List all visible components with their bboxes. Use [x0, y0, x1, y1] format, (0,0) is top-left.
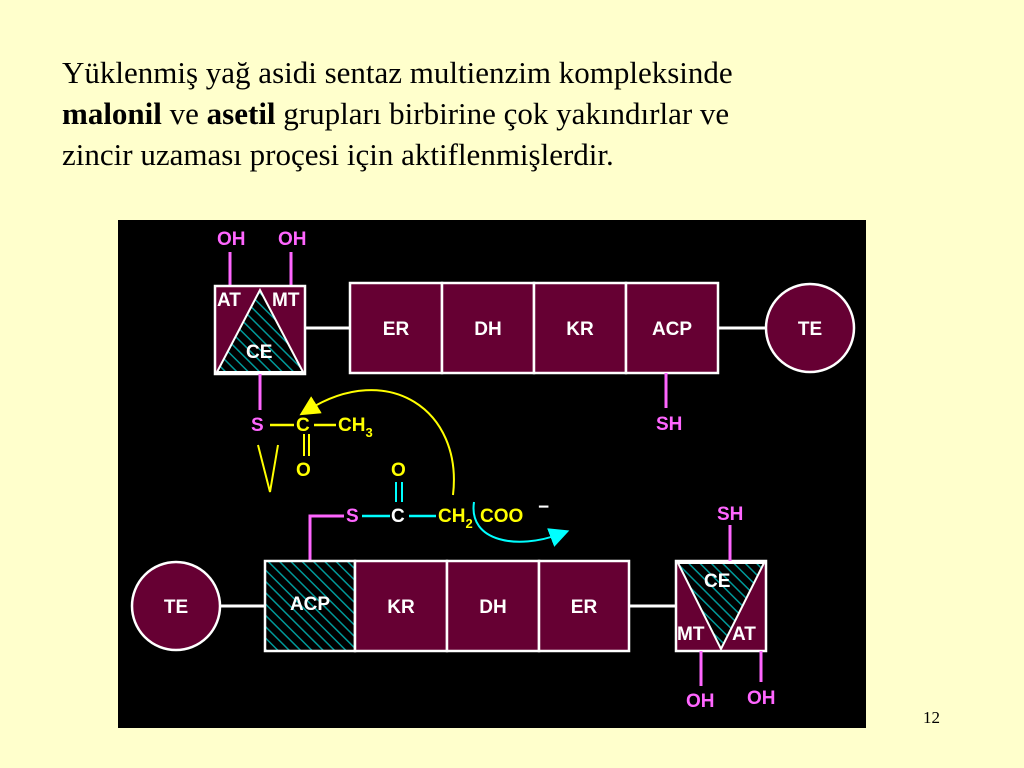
svg-text:KR: KR: [566, 319, 594, 340]
top-mt-label: MT: [272, 290, 300, 311]
bottom-sh-label: SH: [717, 504, 743, 525]
malonyl-charge: −: [538, 497, 549, 518]
bottom-te-circle: TE: [130, 560, 222, 652]
bottom-domain-dh: DH: [445, 559, 541, 653]
term-asetil: asetil: [206, 96, 276, 131]
top-domain-kr: KR: [532, 281, 628, 375]
malonyl-s: S: [346, 506, 359, 527]
top-at-label: AT: [217, 290, 241, 311]
bottom-oh-left: OH: [686, 691, 715, 712]
term-malonil: malonil: [62, 96, 162, 131]
malonyl-coo: COO: [480, 506, 523, 527]
page-number: 12: [923, 708, 940, 727]
top-domain-er: ER: [348, 281, 444, 375]
svg-text:DH: DH: [474, 319, 501, 340]
text-line-2-rest: grupları birbirine çok yakındırlar ve: [275, 96, 730, 131]
svg-text:ER: ER: [571, 597, 598, 618]
slide-text-block: Yüklenmiş yağ asidi sentaz multienzim ko…: [62, 52, 962, 175]
text-line-3: zincir uzaması proçesi için aktiflenmişl…: [62, 137, 614, 172]
top-domain-dh: DH: [440, 281, 536, 375]
svg-text:ACP: ACP: [652, 319, 692, 340]
text-line-1: Yüklenmiş yağ asidi sentaz multienzim ko…: [62, 55, 733, 90]
bottom-mt-label: MT: [677, 624, 705, 645]
top-at-mt-ce-box: AT MT CE: [213, 284, 307, 376]
bottom-ce-mt-at-box: CE MT AT: [674, 559, 768, 653]
text-line-2: malonil ve asetil grupları birbirine çok…: [62, 93, 962, 134]
top-sh-label: SH: [656, 414, 682, 435]
bottom-domain-acp: ACP: [263, 559, 357, 653]
yellow-condensation-arrow: [299, 389, 455, 496]
malonyl-c: C: [391, 506, 405, 527]
acetyl-ch3: CH3: [338, 415, 373, 440]
acetyl-group: S C CH3 O: [251, 374, 373, 493]
bottom-domain-er: ER: [537, 559, 631, 653]
top-oh-right: OH: [278, 229, 307, 250]
bottom-domain-kr: KR: [353, 559, 449, 653]
svg-text:ACP: ACP: [290, 594, 330, 615]
acetyl-o: O: [296, 460, 311, 481]
svg-text:TE: TE: [164, 597, 188, 618]
top-domain-acp: ACP: [624, 281, 720, 375]
svg-text:KR: KR: [387, 597, 415, 618]
bottom-ce-label: CE: [704, 571, 730, 592]
bottom-oh-right: OH: [747, 688, 776, 709]
bottom-chain: TE ACP KR DH ER CE MT AT SH: [130, 504, 776, 712]
acetyl-s: S: [251, 415, 264, 436]
top-ce-label: CE: [246, 342, 272, 363]
malonyl-o: O: [391, 460, 406, 481]
acetyl-transfer-mark: [257, 444, 279, 493]
acetyl-c: C: [296, 415, 310, 436]
top-te-circle: TE: [764, 282, 856, 374]
bottom-at-label: AT: [732, 624, 756, 645]
malonyl-group: S C O CH2 COO −: [308, 460, 549, 572]
malonyl-ch2: CH2: [438, 506, 473, 531]
svg-text:TE: TE: [798, 319, 822, 340]
cyan-decarboxylation-arrow: [472, 501, 570, 547]
svg-text:ER: ER: [383, 319, 410, 340]
svg-text:DH: DH: [479, 597, 506, 618]
top-oh-left: OH: [217, 229, 246, 250]
fatty-acid-synthase-diagram: OH OH AT MT CE ER DH KR ACP: [118, 220, 866, 728]
conj-ve: ve: [161, 96, 207, 131]
